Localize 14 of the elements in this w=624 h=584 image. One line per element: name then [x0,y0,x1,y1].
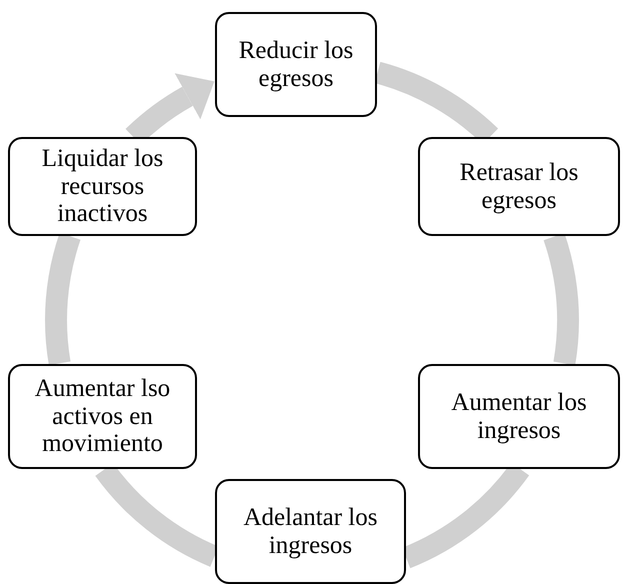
step-text: Aumentar los ingresos [450,389,588,444]
step-box [8,364,197,469]
step-text: Liquidar los recursos inactivos [40,145,164,228]
step-box [215,479,406,584]
step-box [418,137,620,236]
step-text: Retrasar los egresos [458,159,580,214]
step-text: Aumentar lso activos en movimiento [34,375,172,458]
step-box [418,364,620,469]
cycle-connector [543,234,579,365]
step-text: Adelantar los ingresos [242,504,378,559]
cycle-connector [45,233,81,364]
step-box [8,137,197,236]
step-text: Reducir los egresos [238,37,354,92]
step-box [215,12,377,117]
